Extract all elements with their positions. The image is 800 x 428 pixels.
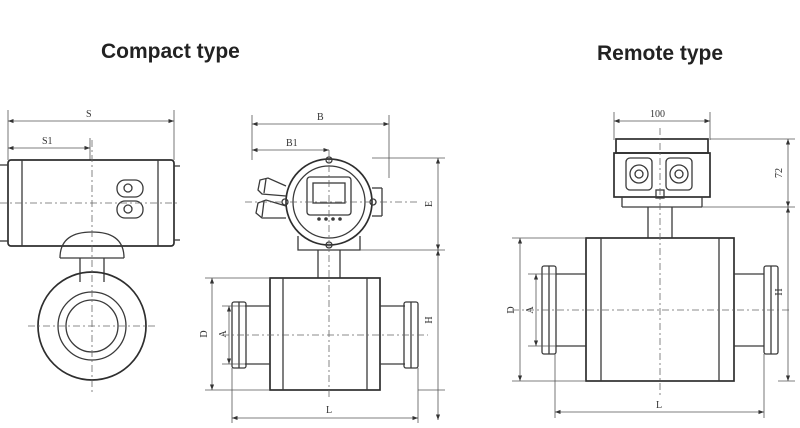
dimension-d-label: D <box>199 330 210 337</box>
remote-front-view: 100 <box>506 109 795 418</box>
dimension-a-label: A <box>525 306 536 314</box>
cable-gland-icon <box>255 177 287 219</box>
dimension-100-label: 100 <box>650 109 665 120</box>
compact-side-view: S S1 <box>0 109 180 392</box>
dimension-a-label: A <box>218 330 229 338</box>
dimension-s1-label: S1 <box>42 136 53 147</box>
dimension-b-label: B <box>317 112 324 123</box>
dimension-h-label: H <box>774 288 785 295</box>
dimension-e-label: E <box>424 201 435 207</box>
dimension-l-label: L <box>656 400 662 411</box>
dimension-h-label: H <box>424 316 435 323</box>
dimension-l-label: L <box>326 405 332 416</box>
dimension-d-label: D <box>506 306 517 313</box>
dimension-72-label: 72 <box>774 168 785 178</box>
dimension-s-label: S <box>86 109 92 120</box>
cable-gland-icon <box>625 157 693 191</box>
compact-type-title: Compact type <box>101 40 240 63</box>
compact-front-view: B B1 <box>199 112 445 423</box>
display-buttons <box>317 217 342 221</box>
dimension-b1-label: B1 <box>286 138 298 149</box>
cable-gland-icon <box>116 179 144 219</box>
remote-type-title: Remote type <box>597 42 724 65</box>
